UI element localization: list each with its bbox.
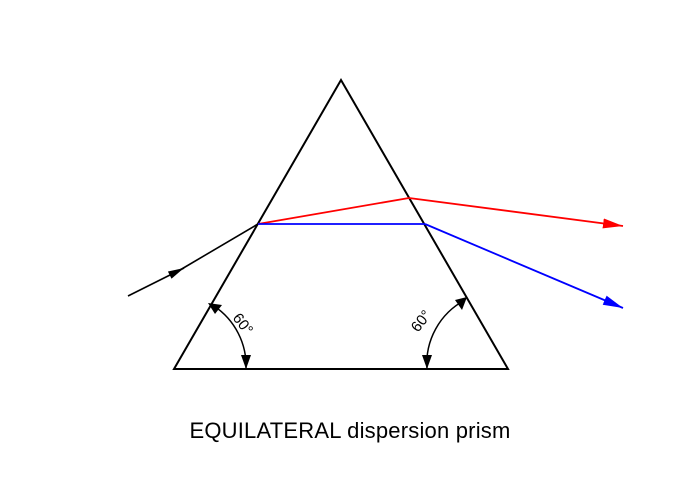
incident-ray-continued — [179, 223, 259, 271]
left-angle-arrow-bottom — [241, 355, 251, 369]
red-ray-internal — [257, 197, 410, 225]
right-angle-label: 60° — [408, 307, 435, 335]
right-angle-arrow-top — [455, 297, 467, 310]
figure-caption: EQUILATERAL dispersion prism — [189, 418, 511, 443]
blue-ray-emergent — [424, 223, 624, 309]
right-angle-arrow-bottom — [422, 355, 432, 369]
incident-ray — [127, 267, 185, 297]
left-angle-label: 60° — [229, 310, 256, 338]
left-angle-arrow-top — [208, 303, 222, 314]
right-angle-arc — [426, 299, 466, 370]
red-ray-emergent — [408, 197, 624, 229]
